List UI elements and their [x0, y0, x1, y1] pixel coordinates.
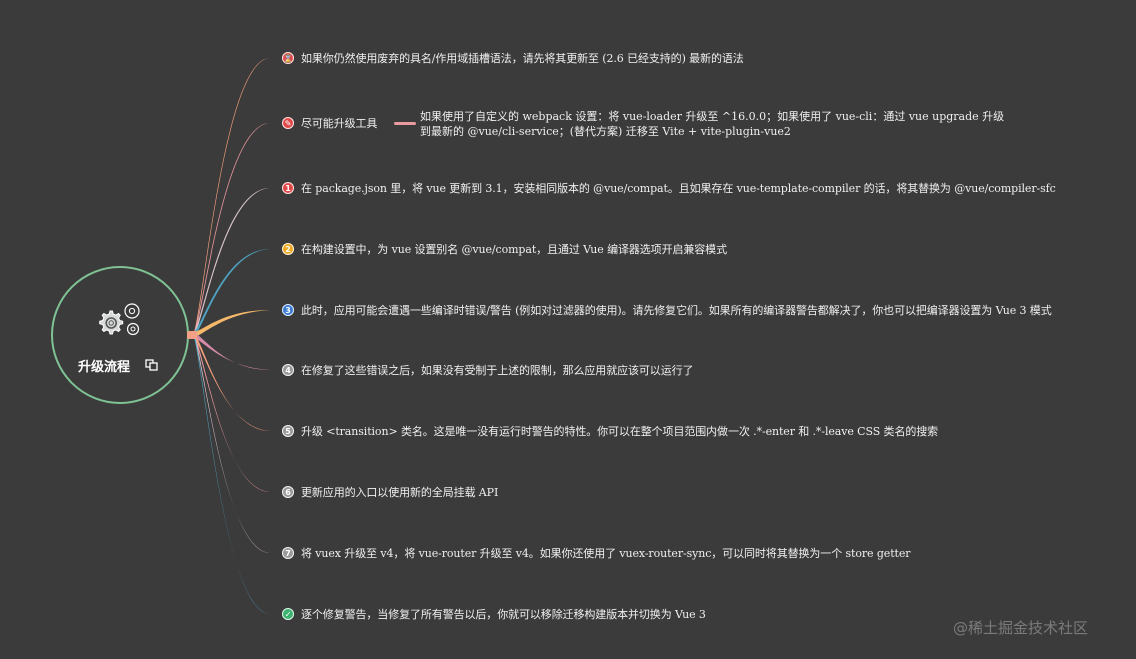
- topic-node[interactable]: 2 在构建设置中，为 vue 设置别名 @vue/compat，且通过 Vue 编…: [282, 241, 727, 257]
- priority-6-icon: 6: [282, 486, 294, 498]
- topic-text: 在修复了这些错误之后，如果没有受制于上述的限制，那么应用就应该可以运行了: [301, 364, 694, 377]
- branch-curve: [194, 123, 270, 338]
- priority-4-icon: 4: [282, 364, 294, 376]
- topic-text: 逐个修复警告，当修复了所有警告以后，你就可以移除迁移构建版本并切换为 Vue 3: [301, 608, 706, 621]
- subtopic-line-2: 到最新的 @vue/cli-service；(替代方案) 迁移至 Vite + …: [420, 125, 791, 138]
- branch-curve: [194, 332, 270, 431]
- topic-text: 在 package.json 里，将 vue 更新到 3.1，安装相同版本的 @…: [301, 182, 1056, 195]
- wrench-icon: ✎: [282, 117, 294, 129]
- priority-5-icon: 5: [282, 425, 294, 437]
- topic-text: 将 vuex 升级至 v4，将 vue-router 升级至 v4。如果你还使用…: [301, 547, 911, 560]
- subtopic-connector: [394, 122, 416, 125]
- priority-2-icon: 2: [282, 243, 294, 255]
- branch-curve: [194, 332, 270, 553]
- priority-3-icon: 3: [282, 304, 294, 316]
- topic-text: 在构建设置中，为 vue 设置别名 @vue/compat，且通过 Vue 编译…: [301, 243, 727, 256]
- topic-text: 此时，应用可能会遭遇一些编译时错误/警告 (例如对过滤器的使用)。请先修复它们。…: [301, 304, 1052, 317]
- branch-curve: [194, 58, 270, 338]
- priority-7-icon: 7: [282, 547, 294, 559]
- topic-text: 升级 <transition> 类名。这是唯一没有运行时警告的特性。你可以在整个…: [301, 425, 939, 438]
- topic-text: 如果你仍然使用废弃的具名/作用域插槽语法，请先将其更新至 (2.6 已经支持的)…: [301, 52, 744, 65]
- priority-1-icon: 1: [282, 182, 294, 194]
- link-icon[interactable]: [145, 359, 159, 371]
- subtopic-line-1: 如果使用了自定义的 webpack 设置：将 vue-loader 升级至 ^1…: [420, 110, 1005, 123]
- root-title: 升级流程: [78, 360, 131, 375]
- topic-node[interactable]: 7 将 vuex 升级至 v4，将 vue-router 升级至 v4。如果你还使…: [282, 545, 911, 561]
- topic-text: 更新应用的入口以使用新的全局挂载 API: [301, 486, 499, 499]
- branch-curve: [194, 249, 270, 338]
- subtopic-upgrade-tools-detail[interactable]: 如果使用了自定义的 webpack 设置：将 vue-loader 升级至 ^1…: [420, 109, 1004, 139]
- topic-node[interactable]: ✎ 尽可能升级工具: [282, 115, 377, 131]
- branch-curve: [194, 332, 270, 492]
- topic-node[interactable]: 4 在修复了这些错误之后，如果没有受制于上述的限制，那么应用就应该可以运行了: [282, 362, 694, 378]
- topic-node[interactable]: 5 升级 <transition> 类名。这是唯一没有运行时警告的特性。你可以在整…: [282, 423, 938, 439]
- hourglass-icon: ⌛: [282, 52, 294, 64]
- topic-node[interactable]: 1 在 package.json 里，将 vue 更新到 3.1，安装相同版本的 …: [282, 180, 1056, 196]
- topic-text: 尽可能升级工具: [301, 117, 378, 130]
- topic-node[interactable]: ✓ 逐个修复警告，当修复了所有警告以后，你就可以移除迁移构建版本并切换为 Vue …: [282, 606, 706, 622]
- topic-node[interactable]: 6 更新应用的入口以使用新的全局挂载 API: [282, 484, 498, 500]
- branch-curve: [194, 310, 270, 338]
- topic-node[interactable]: ⌛ 如果你仍然使用废弃的具名/作用域插槽语法，请先将其更新至 (2.6 已经支持的…: [282, 50, 744, 66]
- watermark: @稀土掘金技术社区: [953, 619, 1089, 637]
- task-done-icon: ✓: [282, 608, 294, 620]
- gears-icon: [99, 303, 140, 336]
- topic-node[interactable]: 3 此时，应用可能会遭遇一些编译时错误/警告 (例如对过滤器的使用)。请先修复它们…: [282, 302, 1052, 318]
- root-connector: [187, 331, 197, 339]
- branch-curve: [194, 332, 270, 370]
